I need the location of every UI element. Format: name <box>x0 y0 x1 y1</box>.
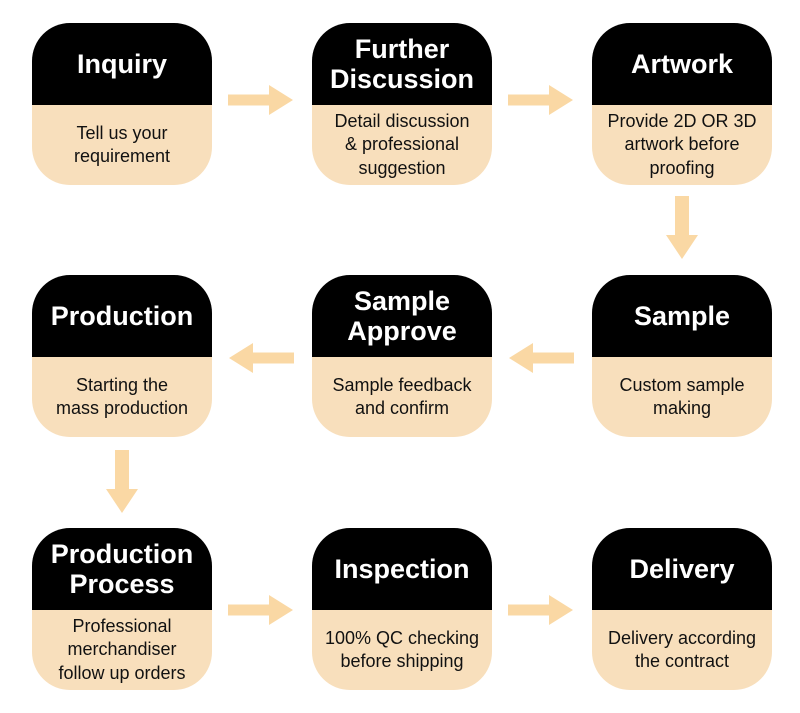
step-desc-artwork: Provide 2D OR 3D artwork before proofing <box>592 105 772 185</box>
arrow-right-icon <box>228 594 294 626</box>
step-desc-inquiry: Tell us your requirement <box>32 105 212 185</box>
step-card-inquiry: Inquiry Tell us your requirement <box>32 23 212 185</box>
arrow-down-icon <box>105 450 139 514</box>
step-card-production: Production Starting the mass production <box>32 275 212 437</box>
step-desc-production: Starting the mass production <box>32 357 212 437</box>
step-title-inspection: Inspection <box>312 528 492 610</box>
step-desc-inspection: 100% QC checking before shipping <box>312 610 492 690</box>
arrow-right-icon <box>508 594 574 626</box>
arrow-right-icon <box>508 84 574 116</box>
step-card-sample: Sample Custom sample making <box>592 275 772 437</box>
arrow-down-icon <box>665 196 699 260</box>
step-desc-delivery: Delivery according the contract <box>592 610 772 690</box>
step-card-delivery: Delivery Delivery according the contract <box>592 528 772 690</box>
step-card-further-discussion: Further Discussion Detail discussion & p… <box>312 23 492 185</box>
step-title-delivery: Delivery <box>592 528 772 610</box>
step-desc-production-process: Professional merchandiser follow up orde… <box>32 610 212 690</box>
step-card-sample-approve: Sample Approve Sample feedback and confi… <box>312 275 492 437</box>
step-title-production-process: Production Process <box>32 528 212 610</box>
step-desc-sample: Custom sample making <box>592 357 772 437</box>
step-desc-sample-approve: Sample feedback and confirm <box>312 357 492 437</box>
step-title-further-discussion: Further Discussion <box>312 23 492 105</box>
step-card-production-process: Production Process Professional merchand… <box>32 528 212 690</box>
step-title-inquiry: Inquiry <box>32 23 212 105</box>
arrow-left-icon <box>508 342 574 374</box>
step-title-production: Production <box>32 275 212 357</box>
step-card-inspection: Inspection 100% QC checking before shipp… <box>312 528 492 690</box>
arrow-right-icon <box>228 84 294 116</box>
step-title-sample: Sample <box>592 275 772 357</box>
step-desc-further-discussion: Detail discussion & professional suggest… <box>312 105 492 185</box>
step-card-artwork: Artwork Provide 2D OR 3D artwork before … <box>592 23 772 185</box>
step-title-artwork: Artwork <box>592 23 772 105</box>
step-title-sample-approve: Sample Approve <box>312 275 492 357</box>
arrow-left-icon <box>228 342 294 374</box>
